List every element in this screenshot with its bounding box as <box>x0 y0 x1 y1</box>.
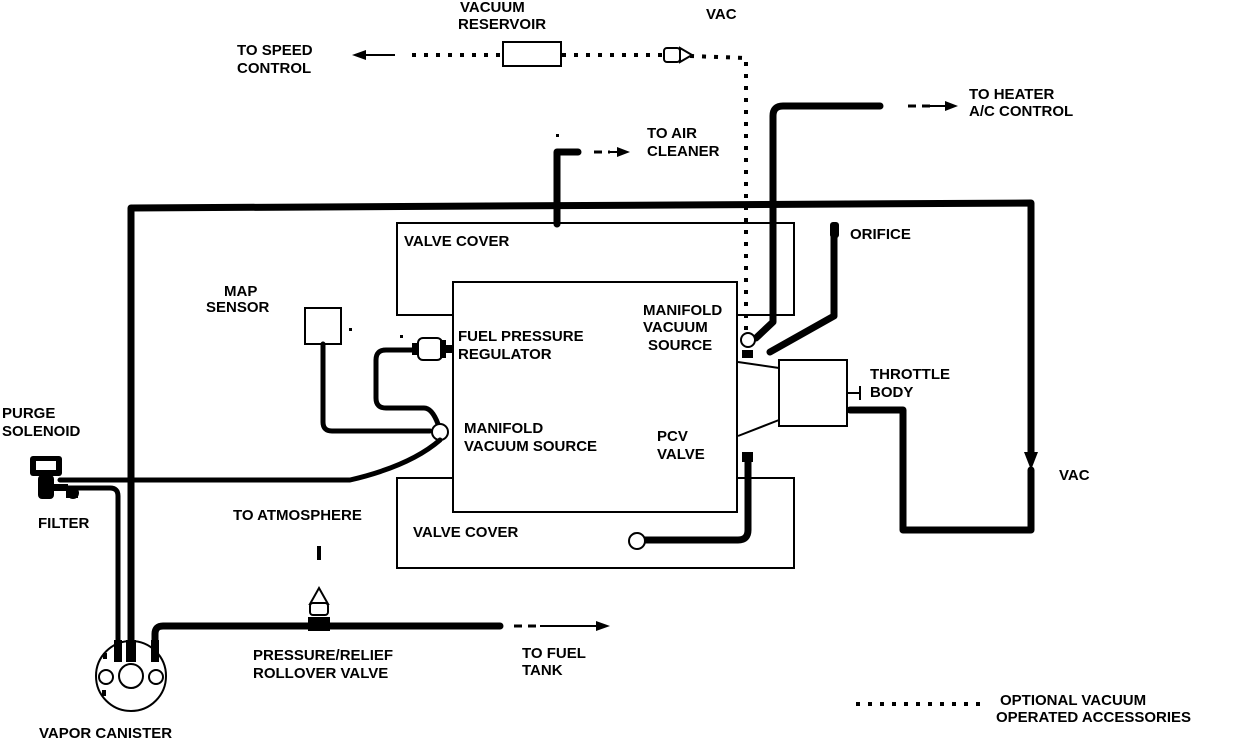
label-valve-cover-bottom: VALVE COVER <box>413 524 518 541</box>
label-orifice: ORIFICE <box>850 226 911 243</box>
label-manifold-vacuum-source-top-1: MANIFOLD <box>643 302 722 319</box>
label-throttle-body-1: THROTTLE <box>870 366 950 383</box>
map-sensor-hose <box>320 341 433 434</box>
label-throttle-body-2: BODY <box>870 384 913 401</box>
label-to-heater-2: A/C CONTROL <box>969 103 1073 120</box>
label-pressure-relief-2: ROLLOVER VALVE <box>253 665 388 682</box>
label-vacuum-reservoir-1: VACUUM <box>460 0 525 16</box>
engine-block <box>452 281 738 513</box>
label-vac-top: VAC <box>706 6 737 23</box>
label-legend-1: OPTIONAL VACUUM <box>1000 692 1146 709</box>
label-vac-right: VAC <box>1059 467 1090 484</box>
pressure-relief-rollover-valve <box>308 546 330 631</box>
label-manifold-vacuum-source-top-3: SOURCE <box>648 337 712 354</box>
vacuum-reservoir <box>502 41 562 67</box>
label-vapor-canister: VAPOR CANISTER <box>39 725 172 740</box>
label-to-atmosphere: TO ATMOSPHERE <box>233 507 362 524</box>
air-cleaner-hose <box>553 148 582 228</box>
canister-purge-hose <box>57 485 121 643</box>
label-purge-solenoid-2: SOLENOID <box>2 423 81 440</box>
label-to-heater-1: TO HEATER <box>969 86 1054 103</box>
vac-hose-right <box>846 406 1035 534</box>
map-sensor <box>304 307 342 345</box>
label-fuel-pressure-regulator-1: FUEL PRESSURE <box>458 328 584 345</box>
pcv-valve-port <box>628 532 646 550</box>
vac-fitting-right <box>1024 452 1038 470</box>
label-pcv-valve-2: VALVE <box>657 446 705 463</box>
heater-ac-hose <box>752 102 884 342</box>
label-map-sensor-1: MAP <box>224 283 257 300</box>
label-to-speed-control-1: TO SPEED <box>237 42 313 59</box>
label-fuel-pressure-regulator-2: REGULATOR <box>458 346 552 363</box>
fuel-tank-hose <box>151 622 504 648</box>
purge-solenoid <box>30 456 68 499</box>
label-to-speed-control-2: CONTROL <box>237 60 311 77</box>
label-legend-2: OPERATED ACCESSORIES <box>996 709 1191 726</box>
label-purge-solenoid-1: PURGE <box>2 405 55 422</box>
orifice-hose <box>766 231 838 356</box>
main-vacuum-hose <box>127 199 1035 644</box>
regulator-hose <box>373 347 441 427</box>
label-to-air-cleaner-2: CLEANER <box>647 143 720 160</box>
pcv-hose <box>641 456 752 544</box>
label-filter: FILTER <box>38 515 90 532</box>
label-to-fuel-tank-2: TANK <box>522 662 563 679</box>
label-to-air-cleaner-1: TO AIR <box>647 125 697 142</box>
label-to-fuel-tank-1: TO FUEL <box>522 645 586 662</box>
vapor-canister <box>95 640 167 712</box>
label-manifold-vacuum-source-mid-2: VACUUM SOURCE <box>464 438 597 455</box>
label-vacuum-reservoir-2: RESERVOIR <box>458 16 546 33</box>
fuel-pressure-regulator <box>412 337 453 361</box>
label-valve-cover-top: VALVE COVER <box>404 233 509 250</box>
label-map-sensor-2: SENSOR <box>206 299 270 316</box>
label-pressure-relief-1: PRESSURE/RELIEF <box>253 647 393 664</box>
manifold-vacuum-source-top-fitting <box>740 332 756 348</box>
vac-check-valve <box>663 46 694 64</box>
throttle-body <box>778 359 848 427</box>
label-manifold-vacuum-source-top-2: VACUUM <box>643 319 708 336</box>
orifice <box>830 222 839 238</box>
label-pcv-valve-1: PCV <box>657 428 688 445</box>
label-manifold-vacuum-source-mid-1: MANIFOLD <box>464 420 543 437</box>
purge-hose <box>57 437 443 483</box>
